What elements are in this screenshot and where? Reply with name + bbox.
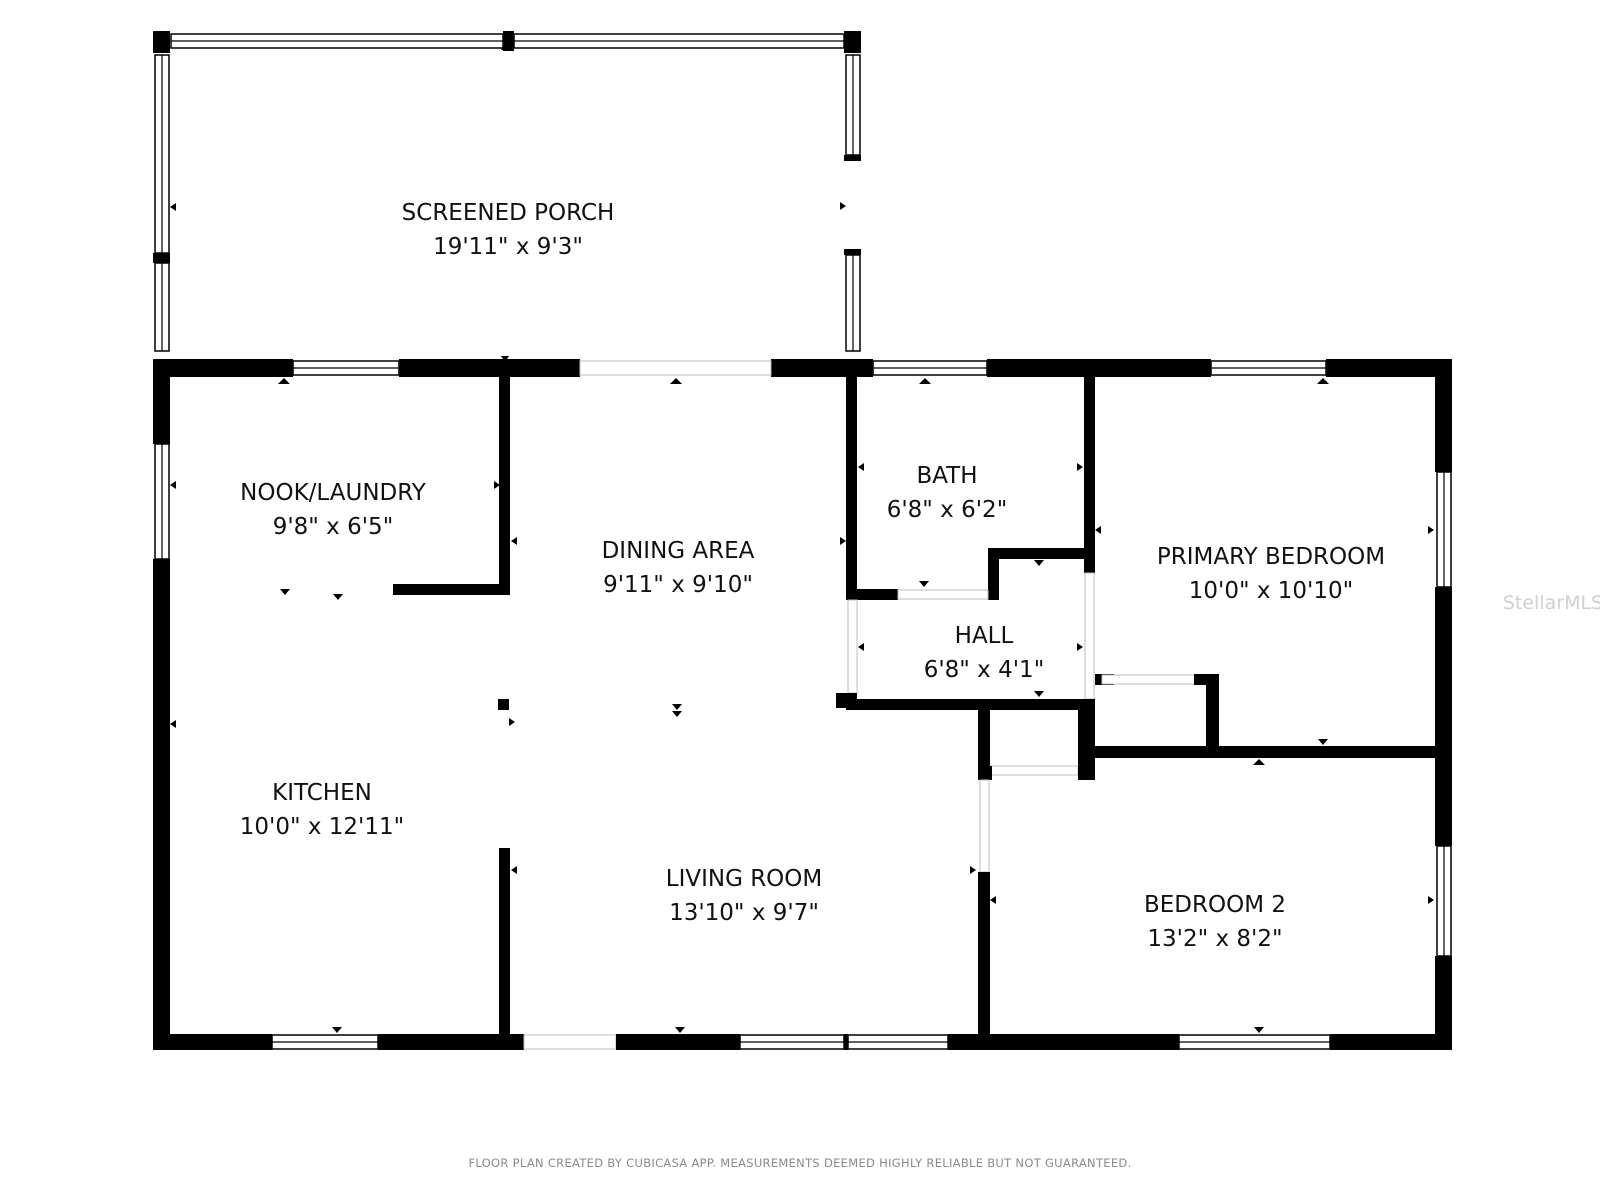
marker bbox=[990, 896, 996, 904]
room-dimensions: 9'11" x 9'10" bbox=[603, 572, 753, 598]
marker bbox=[672, 704, 682, 710]
marker bbox=[1317, 378, 1329, 384]
room-name: BATH bbox=[916, 463, 977, 489]
marker bbox=[919, 581, 929, 587]
marker bbox=[1254, 1027, 1264, 1033]
interior-walls bbox=[393, 377, 1435, 1034]
marker bbox=[170, 720, 176, 728]
marker bbox=[670, 378, 682, 384]
marker bbox=[1034, 691, 1044, 697]
marker bbox=[1318, 739, 1328, 745]
room-dimensions: 10'0" x 12'11" bbox=[240, 814, 404, 840]
watermark: StellarMLS bbox=[1503, 592, 1600, 614]
room-dimensions: 6'8" x 6'2" bbox=[887, 497, 1008, 523]
room-living-room: LIVING ROOM 13'10" x 9'7" bbox=[666, 866, 823, 926]
marker bbox=[970, 866, 976, 874]
room-dimensions: 19'11" x 9'3" bbox=[433, 234, 583, 260]
room-name: NOOK/LAUNDRY bbox=[240, 480, 427, 506]
room-bath: BATH 6'8" x 6'2" bbox=[887, 463, 1008, 523]
room-primary-bedroom: PRIMARY BEDROOM 10'0" x 10'10" bbox=[1157, 544, 1385, 604]
marker bbox=[511, 866, 517, 874]
marker bbox=[170, 481, 176, 489]
marker bbox=[919, 378, 931, 384]
room-name: HALL bbox=[955, 623, 1014, 649]
room-dining-area: DINING AREA 9'11" x 9'10" bbox=[602, 538, 755, 598]
marker bbox=[840, 202, 846, 210]
marker bbox=[509, 718, 515, 726]
dimension-markers bbox=[170, 44, 1434, 1033]
marker bbox=[672, 711, 682, 717]
marker bbox=[501, 44, 509, 50]
marker bbox=[1077, 643, 1083, 651]
room-name: SCREENED PORCH bbox=[402, 200, 615, 226]
marker bbox=[501, 356, 509, 362]
room-name: DINING AREA bbox=[602, 538, 755, 564]
room-name: PRIMARY BEDROOM bbox=[1157, 544, 1385, 570]
marker bbox=[332, 1027, 342, 1033]
room-name: KITCHEN bbox=[272, 780, 372, 806]
room-kitchen: KITCHEN 10'0" x 12'11" bbox=[240, 780, 404, 840]
marker bbox=[840, 537, 846, 545]
room-screened-porch: SCREENED PORCH 19'11" x 9'3" bbox=[402, 200, 615, 260]
room-name: LIVING ROOM bbox=[666, 866, 823, 892]
marker bbox=[280, 589, 290, 595]
marker bbox=[1428, 526, 1434, 534]
porch-walls bbox=[153, 31, 861, 352]
marker bbox=[1077, 463, 1083, 471]
room-dimensions: 6'8" x 4'1" bbox=[924, 657, 1045, 683]
room-bedroom-2: BEDROOM 2 13'2" x 8'2" bbox=[1144, 892, 1286, 952]
room-dimensions: 9'8" x 6'5" bbox=[273, 514, 394, 540]
room-hall: HALL 6'8" x 4'1" bbox=[924, 623, 1045, 683]
marker bbox=[858, 463, 864, 471]
marker bbox=[858, 643, 864, 651]
marker bbox=[1034, 560, 1044, 566]
marker bbox=[1428, 896, 1434, 904]
room-nook-laundry: NOOK/LAUNDRY 9'8" x 6'5" bbox=[240, 480, 427, 540]
footer-disclaimer: FLOOR PLAN CREATED BY CUBICASA APP. MEAS… bbox=[468, 1156, 1131, 1170]
room-name: BEDROOM 2 bbox=[1144, 892, 1286, 918]
marker bbox=[278, 378, 290, 384]
room-dimensions: 13'10" x 9'7" bbox=[669, 900, 819, 926]
marker bbox=[1095, 526, 1101, 534]
marker bbox=[494, 481, 500, 489]
room-dimensions: 13'2" x 8'2" bbox=[1147, 926, 1282, 952]
exterior-walls bbox=[153, 359, 1452, 1050]
marker bbox=[170, 203, 176, 211]
room-dimensions: 10'0" x 10'10" bbox=[1189, 578, 1353, 604]
marker bbox=[1253, 759, 1265, 765]
marker bbox=[333, 594, 343, 600]
marker bbox=[511, 537, 517, 545]
marker bbox=[675, 1027, 685, 1033]
